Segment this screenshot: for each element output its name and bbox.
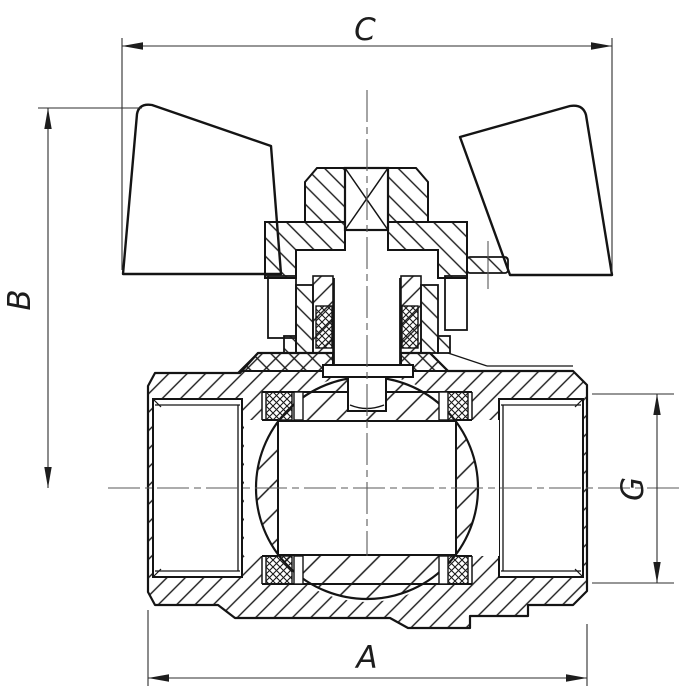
dimension-b: B xyxy=(2,107,142,488)
arrow-right-icon xyxy=(591,42,612,50)
dimension-a: A xyxy=(147,610,588,686)
seat-top-left xyxy=(265,391,293,421)
hub-right xyxy=(387,221,468,279)
arrow-down-icon xyxy=(653,562,661,583)
stem-seal-left xyxy=(315,305,333,349)
handle-right-wing xyxy=(458,104,614,277)
dimension-g: G xyxy=(592,393,674,584)
handle-left-wing xyxy=(121,103,283,276)
centerlines xyxy=(108,90,682,556)
seat-bottom-left xyxy=(265,555,293,585)
dimension-label-g: G xyxy=(615,477,651,501)
arrow-up-icon xyxy=(653,394,661,415)
handle-skirt-left xyxy=(267,275,297,339)
arrow-up-icon xyxy=(44,108,52,129)
bonnet-flange-left xyxy=(237,352,334,372)
arrow-right-icon xyxy=(566,674,587,682)
hub-left xyxy=(264,221,346,279)
handle-skirt-right xyxy=(444,275,468,331)
arrow-left-icon xyxy=(122,42,143,50)
arrow-down-icon xyxy=(44,467,52,488)
dimensions: C B A G xyxy=(2,12,674,686)
dimension-label-c: C xyxy=(354,12,376,48)
stem-seal-right xyxy=(401,305,419,349)
stem-nut-left xyxy=(304,167,346,223)
stem-nut-right xyxy=(387,167,429,223)
dimension-label-b: B xyxy=(2,289,38,310)
butterfly-handle xyxy=(121,103,614,339)
stem-flange xyxy=(322,364,414,378)
arrow-left-icon xyxy=(148,674,169,682)
dimension-c: C xyxy=(121,12,613,272)
dimension-label-a: A xyxy=(354,640,377,676)
